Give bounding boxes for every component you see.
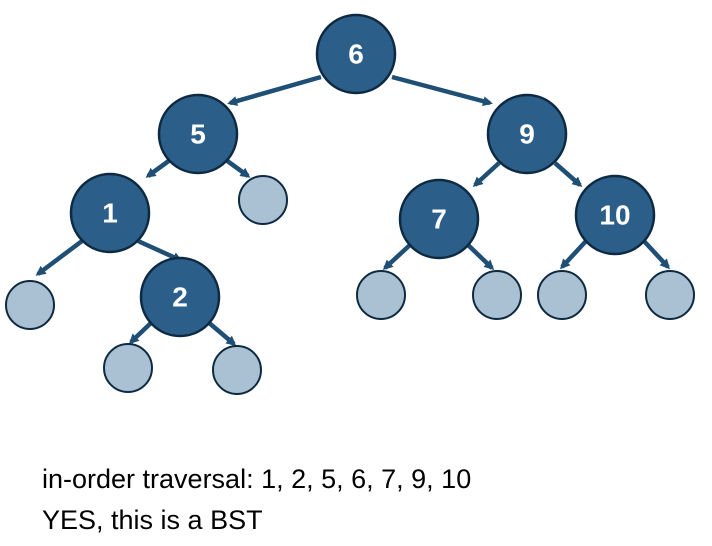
null-leaf: [103, 343, 153, 393]
node-label: 1: [102, 198, 118, 229]
null-leaf: [238, 175, 288, 225]
edge-5-1: [145, 158, 172, 178]
edge-6-9: [391, 74, 493, 107]
null-leaf: [356, 270, 406, 320]
null-leaf: [645, 270, 695, 320]
node-label: 6: [348, 39, 364, 70]
node-label: 7: [431, 204, 447, 235]
edge-1-null: [35, 239, 84, 276]
inorder-traversal-caption: in-order traversal: 1, 2, 5, 6, 7, 9, 10: [42, 464, 472, 494]
edge-9-7: [472, 161, 501, 188]
null-leaf: [537, 270, 587, 320]
edge-1-2: [137, 238, 183, 263]
null-leaf: [212, 345, 262, 395]
tree-node-2: 2: [139, 256, 221, 338]
tree-node-6: 6: [315, 13, 397, 95]
tree-node-1: 1: [69, 172, 151, 254]
bst-verdict-caption: YES, this is a BST: [42, 505, 263, 535]
edge-6-5: [227, 74, 322, 106]
tree-node-10: 10: [574, 174, 656, 256]
edge-7-null-left: [382, 242, 413, 271]
tree-edges: [35, 74, 671, 346]
null-leaf: [5, 280, 55, 330]
null-leaf: [472, 270, 522, 320]
tree-node-5: 5: [157, 93, 239, 175]
edge-2-null-right: [206, 320, 237, 346]
edge-10-null-left: [559, 238, 589, 270]
node-label: 5: [190, 119, 206, 150]
null-leaves: [5, 175, 695, 395]
edge-7-null-right: [465, 242, 495, 271]
node-label: 9: [519, 119, 535, 150]
edge-2-null-left: [128, 320, 154, 345]
edge-10-null-right: [641, 238, 671, 270]
edge-5-null: [224, 158, 251, 178]
edge-9-10: [553, 161, 583, 187]
tree-node-7: 7: [398, 178, 480, 260]
node-label: 2: [172, 282, 188, 313]
tree-node-9: 9: [486, 93, 568, 175]
node-label: 10: [599, 200, 630, 231]
